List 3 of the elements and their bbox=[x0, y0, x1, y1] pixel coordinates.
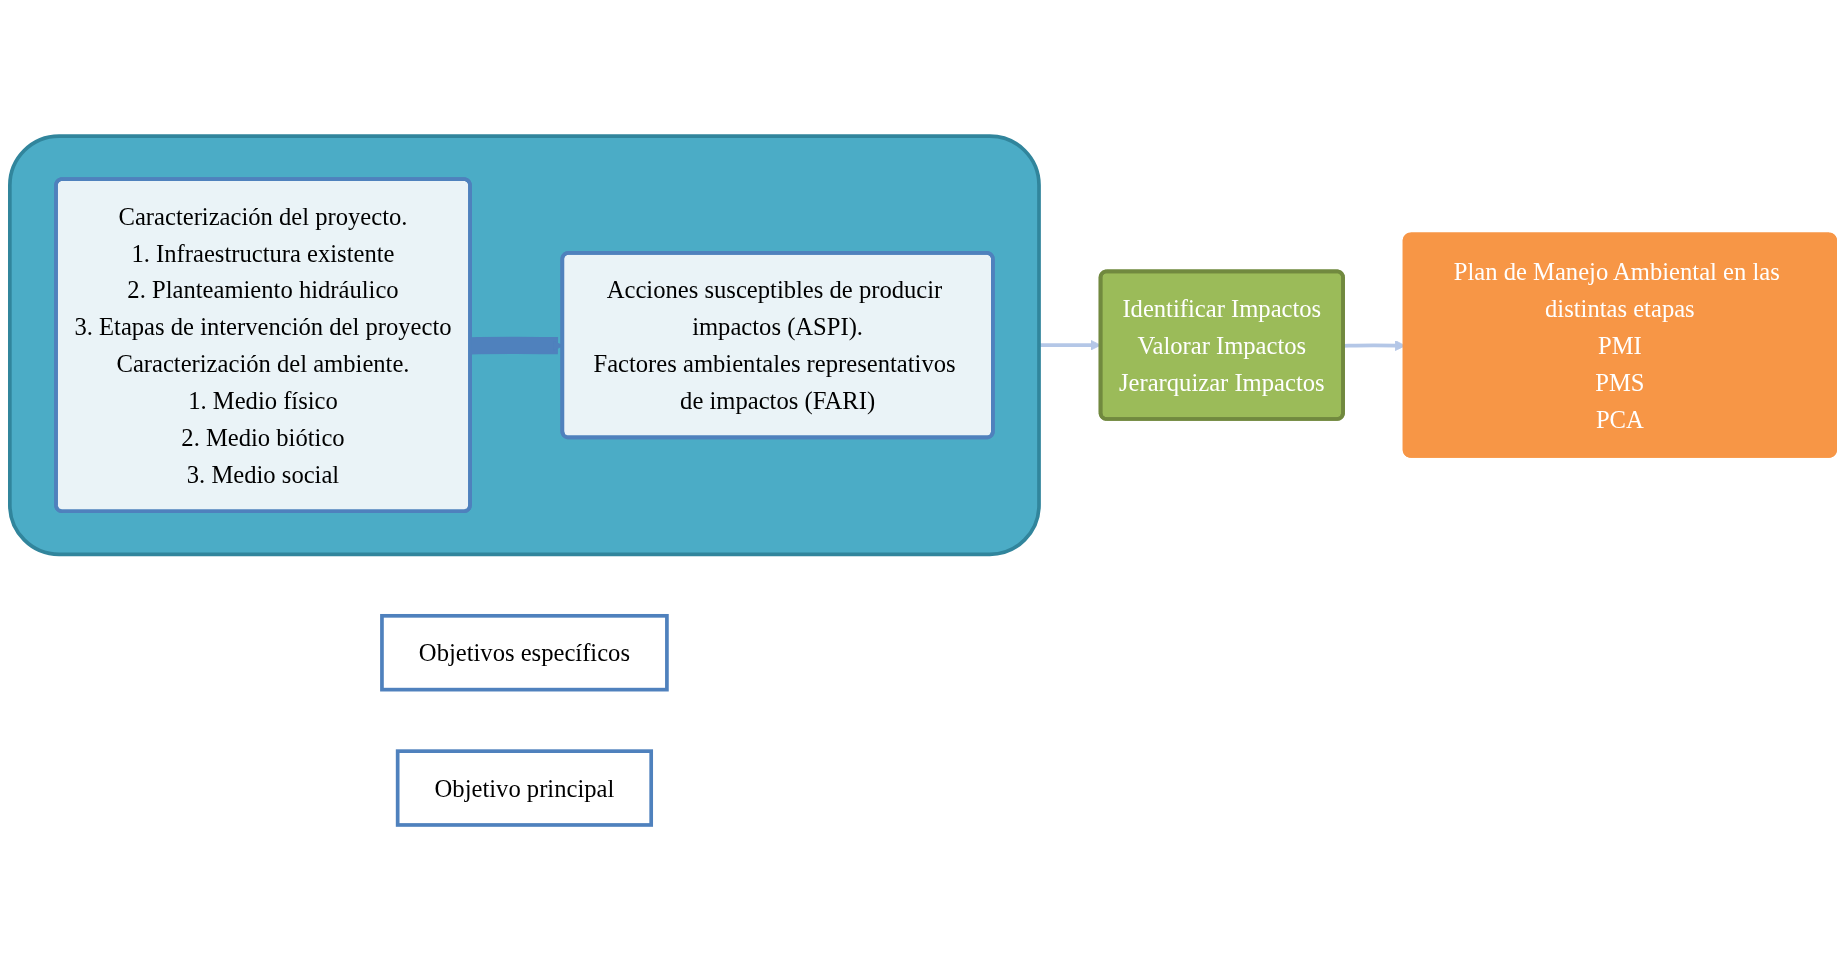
node-box: Objetivos específicos bbox=[380, 614, 669, 692]
node-box: Objetivo principal bbox=[395, 749, 654, 827]
cluster bbox=[8, 134, 1041, 557]
